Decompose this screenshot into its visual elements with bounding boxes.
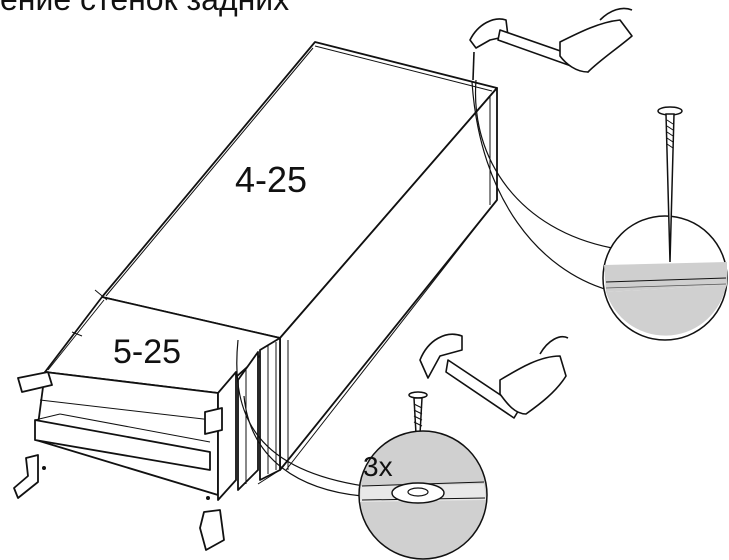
large-nail-icon: [657, 106, 683, 263]
magnifier-circle-top-icon: [602, 215, 728, 341]
front-panel-label: 5-25: [113, 333, 181, 371]
header-title: ение стенок задних: [0, 0, 289, 17]
bottom-hand-icon: [499, 355, 567, 415]
shelf: [34, 419, 211, 471]
cabinet-body: [13, 41, 498, 551]
quantity-label: 3x: [363, 451, 393, 482]
left-leg: [17, 371, 53, 393]
bottom-hammer-icon: [419, 333, 569, 419]
top-panel-label: 4-25: [235, 159, 307, 200]
magnifier-circle-bottom-icon: [358, 430, 488, 560]
right-leg: [204, 407, 223, 435]
top-hand-icon: [559, 19, 633, 73]
top-hammer-icon: [469, 7, 633, 73]
small-nail-icon: [472, 51, 475, 81]
